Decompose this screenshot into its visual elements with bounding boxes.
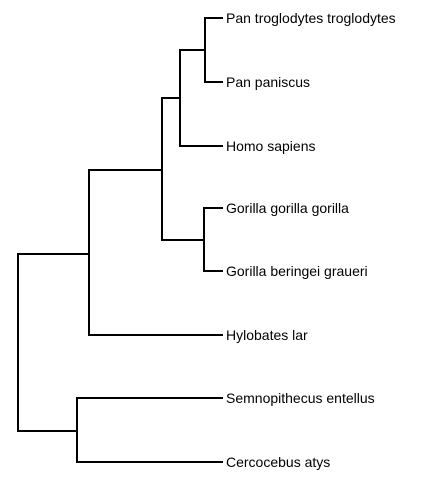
- leaf-label-gorilla-gorilla-gorilla: Gorilla gorilla gorilla: [226, 200, 349, 216]
- leaf-label-cercocebus-atys: Cercocebus atys: [226, 454, 330, 470]
- leaf-label-gorilla-beringei-graueri: Gorilla beringei graueri: [226, 263, 368, 279]
- leaf-label-semnopithecus-entellus: Semnopithecus entellus: [226, 390, 375, 406]
- leaf-label-pan-paniscus: Pan paniscus: [226, 74, 310, 90]
- leaf-label-hylobates-lar: Hylobates lar: [226, 327, 308, 343]
- leaf-label-pan-troglodytes-troglodytes: Pan troglodytes troglodytes: [226, 10, 396, 26]
- leaf-label-homo-sapiens: Homo sapiens: [226, 138, 316, 154]
